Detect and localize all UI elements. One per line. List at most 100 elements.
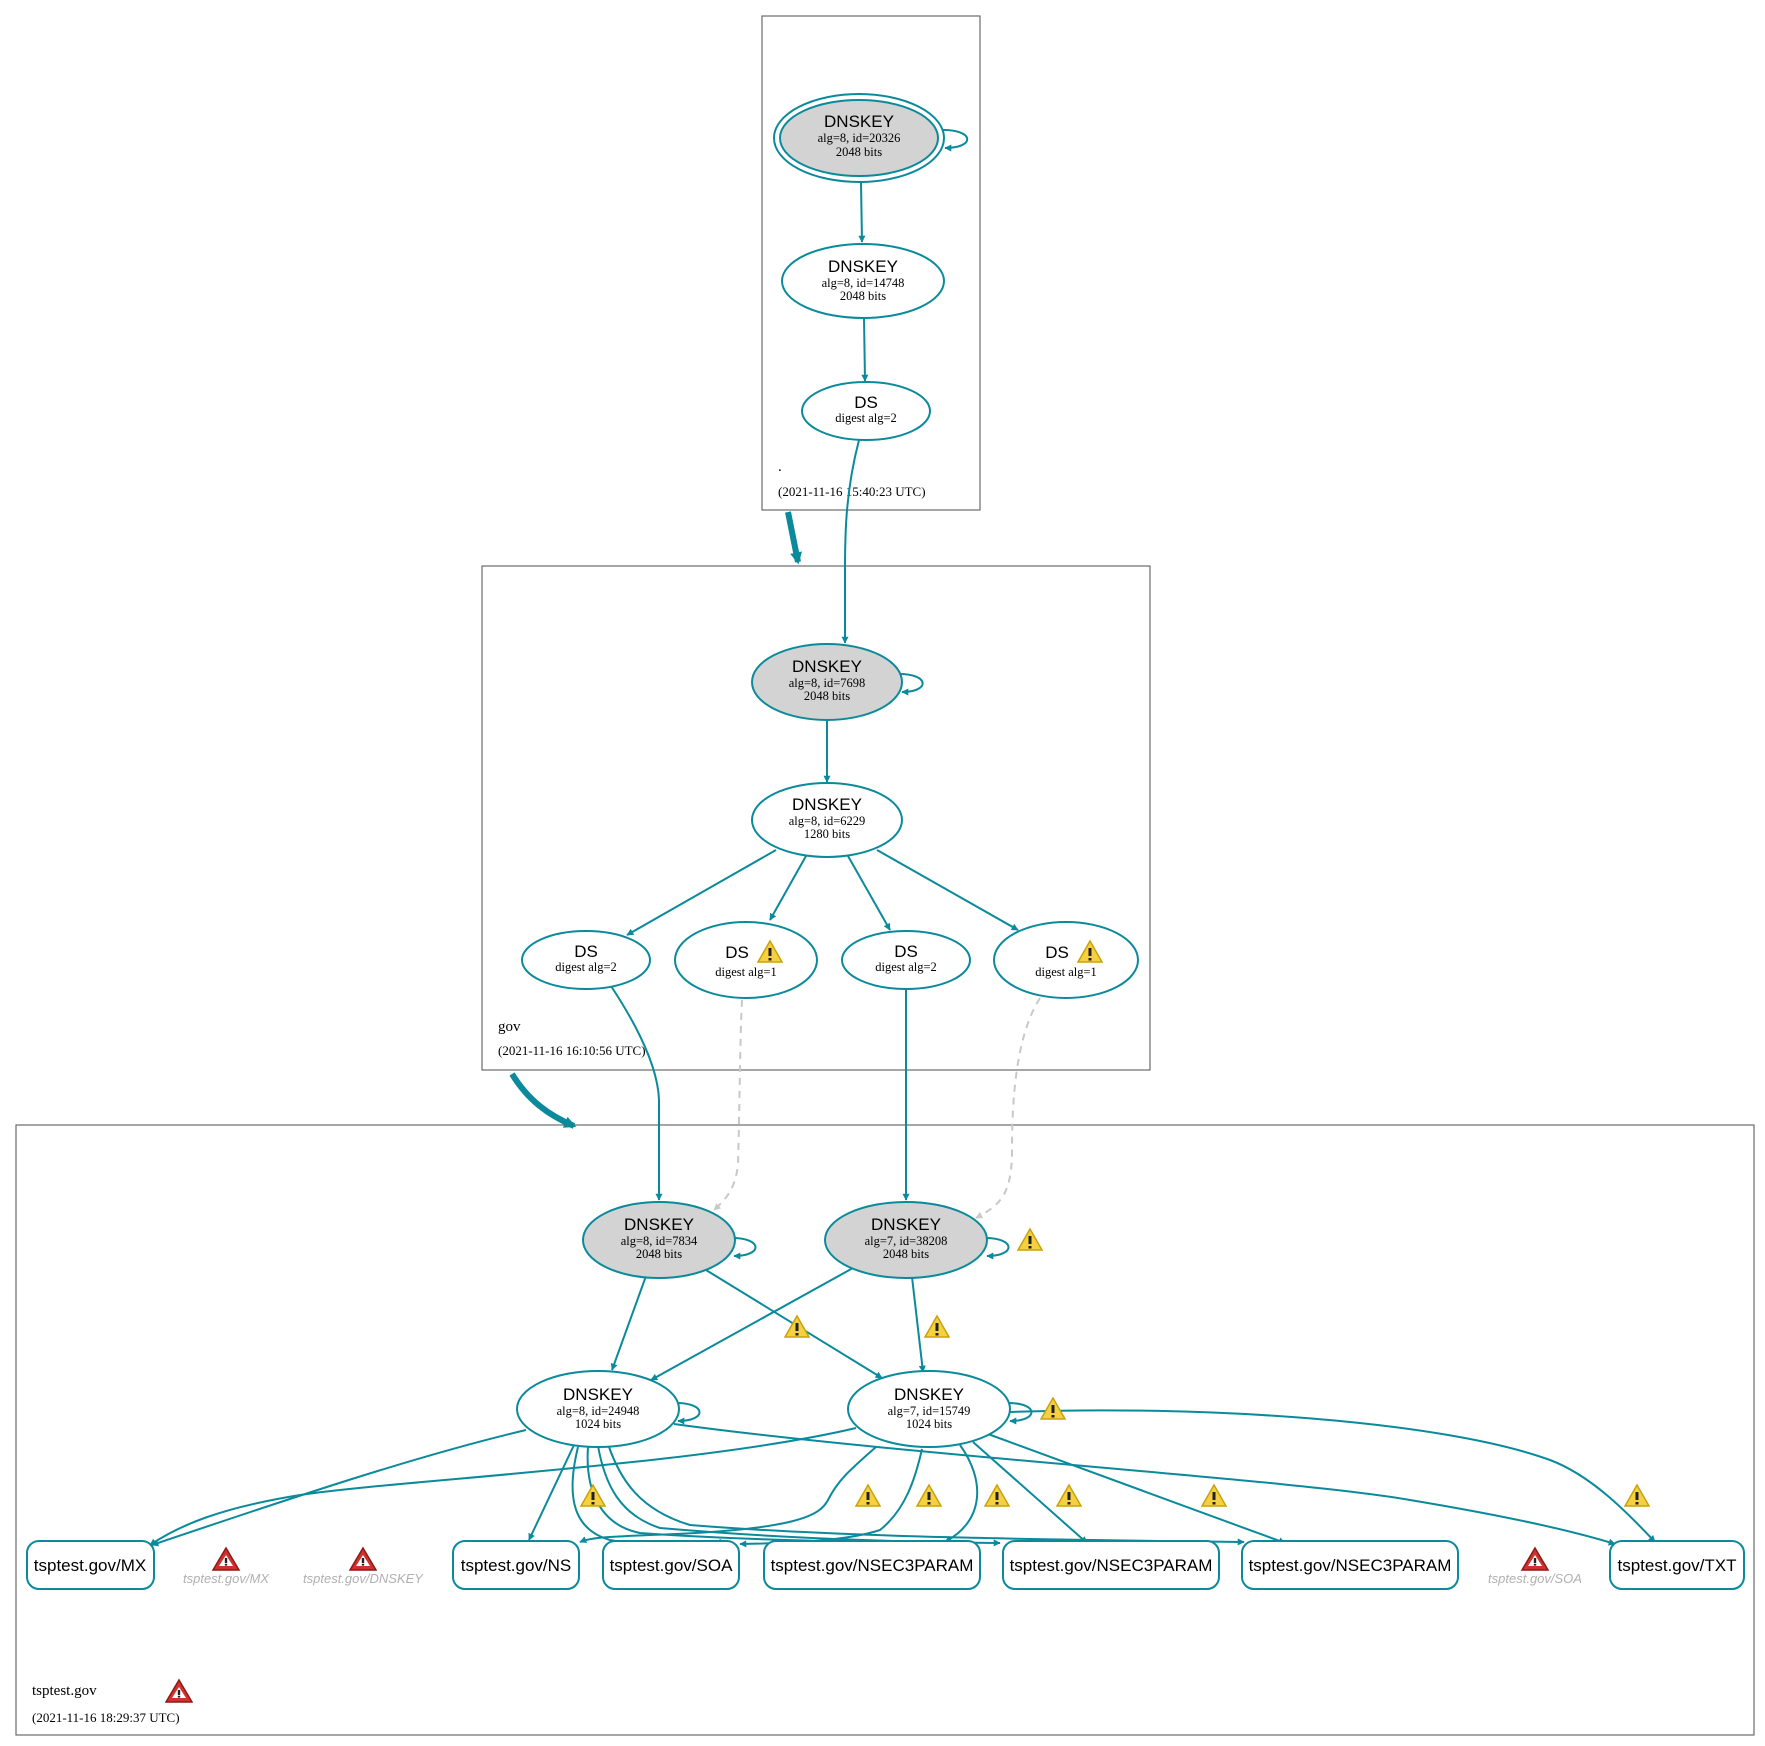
node-gov-ds4[interactable]: DS digest alg=1 bbox=[993, 921, 1139, 999]
edge-zsk7-nsec3param3 bbox=[987, 1433, 1286, 1545]
edge-selfloop-root-ksk bbox=[942, 129, 969, 152]
zone-gov-box bbox=[481, 565, 1151, 1071]
node-gov-ds4-title: DS bbox=[1045, 943, 1069, 962]
edge-zsk8-mx bbox=[151, 1429, 527, 1547]
rrset-nsec3param-1[interactable]: tsptest.gov/NSEC3PARAM bbox=[763, 1540, 981, 1590]
node-ts-zsk7-alg: alg=7, id=15749 bbox=[888, 1404, 971, 1418]
edge-zsk8-nsec3param2 bbox=[597, 1445, 1001, 1547]
node-gov-zsk-title: DNSKEY bbox=[792, 795, 862, 814]
zone-gov-name: gov bbox=[498, 1019, 521, 1035]
node-gov-ksk-bits: 2048 bits bbox=[804, 689, 850, 703]
edge-selfloop-ts-ksk7 bbox=[984, 1237, 1010, 1260]
edge-ksk7-zsk7 bbox=[911, 1276, 926, 1373]
node-gov-zsk[interactable]: DNSKEY alg=8, id=6229 1280 bits bbox=[751, 782, 903, 858]
warning-triangle-icon bbox=[916, 1484, 942, 1507]
zone-tsptest-box bbox=[15, 1124, 1755, 1736]
node-root-ds-title: DS bbox=[854, 393, 878, 412]
node-gov-ds1-digest: digest alg=2 bbox=[555, 960, 617, 974]
edge-gov-zsk-ds3 bbox=[847, 855, 891, 931]
node-ts-ksk8[interactable]: DNSKEY alg=8, id=7834 2048 bits bbox=[582, 1201, 736, 1279]
edge-ksk8-zsk8 bbox=[610, 1275, 647, 1371]
rrset-soa[interactable]: tsptest.gov/SOA bbox=[602, 1540, 740, 1590]
warning-triangle-icon bbox=[1056, 1484, 1082, 1507]
warning-triangle-icon bbox=[1040, 1397, 1066, 1420]
zone-tsptest: tsptest.gov (2021-11-16 18:29:37 UTC) bbox=[15, 1124, 1755, 1736]
edge-zsk7-nsec3param2 bbox=[972, 1441, 1088, 1544]
warning-triangle-icon bbox=[1017, 1228, 1043, 1251]
node-ts-zsk8-alg: alg=8, id=24948 bbox=[557, 1404, 640, 1418]
node-ts-ksk7-alg: alg=7, id=38208 bbox=[865, 1234, 948, 1248]
missing-mx-label: tsptest.gov/MX bbox=[183, 1571, 270, 1586]
node-root-zsk-bits: 2048 bits bbox=[840, 289, 886, 303]
rrset-nsec3param-2-label: tsptest.gov/NSEC3PARAM bbox=[1010, 1556, 1213, 1575]
warning-triangle-icon bbox=[924, 1315, 950, 1338]
rrset-soa-label: tsptest.gov/SOA bbox=[610, 1556, 733, 1575]
node-ts-zsk8[interactable]: DNSKEY alg=8, id=24948 1024 bits bbox=[516, 1370, 680, 1448]
edge-ksk7-zsk8 bbox=[650, 1267, 854, 1381]
node-ts-ksk8-alg: alg=8, id=7834 bbox=[621, 1234, 698, 1248]
rrset-nsec3param-1-label: tsptest.gov/NSEC3PARAM bbox=[771, 1556, 974, 1575]
node-root-ds-digest: digest alg=2 bbox=[835, 411, 897, 425]
error-triangle-icon bbox=[349, 1547, 377, 1571]
edge-zsk7-txt bbox=[1009, 1409, 1656, 1543]
zone-tsptest-timestamp: (2021-11-16 18:29:37 UTC) bbox=[32, 1710, 180, 1725]
node-gov-ds3-title: DS bbox=[894, 942, 918, 961]
node-gov-ksk-alg: alg=8, id=7698 bbox=[789, 676, 866, 690]
node-ts-ksk7-title: DNSKEY bbox=[871, 1215, 941, 1234]
edge-ds4-ts-ksk7-insecure bbox=[975, 997, 1041, 1219]
node-gov-ksk-title: DNSKEY bbox=[792, 657, 862, 676]
delegation-arrow-gov-tsptest bbox=[509, 1072, 577, 1129]
node-root-ksk-alg: alg=8, id=20326 bbox=[818, 131, 901, 145]
zone-gov: gov (2021-11-16 16:10:56 UTC) bbox=[481, 565, 1151, 1071]
node-root-ksk-title: DNSKEY bbox=[824, 112, 894, 131]
rrset-nsec3param-2[interactable]: tsptest.gov/NSEC3PARAM bbox=[1002, 1540, 1220, 1590]
node-root-zsk[interactable]: DNSKEY alg=8, id=14748 2048 bits bbox=[781, 243, 945, 319]
warning-triangle-icon bbox=[784, 1315, 810, 1338]
delegation-arrow-root-gov bbox=[785, 511, 803, 565]
node-gov-ds2[interactable]: DS digest alg=1 bbox=[674, 921, 818, 999]
edge-zsk7-nsec3param1 bbox=[944, 1444, 979, 1543]
warning-triangle-icon bbox=[1624, 1484, 1650, 1507]
zone-gov-timestamp: (2021-11-16 16:10:56 UTC) bbox=[498, 1043, 646, 1058]
zone-root: . (2021-11-16 15:40:23 UTC) bbox=[761, 15, 981, 511]
edge-selfloop-ts-zsk8 bbox=[675, 1402, 701, 1425]
node-ts-zsk7-bits: 1024 bits bbox=[906, 1417, 952, 1431]
node-root-ksk[interactable]: DNSKEY alg=8, id=20326 2048 bits bbox=[773, 93, 945, 183]
node-gov-ds3-digest: digest alg=2 bbox=[875, 960, 937, 974]
zone-tsptest-name: tsptest.gov bbox=[32, 1683, 97, 1699]
edge-zsk8-txt bbox=[673, 1423, 1616, 1546]
edge-root-zsk-ds bbox=[861, 317, 869, 382]
zone-root-name: . bbox=[778, 459, 782, 475]
error-triangle-icon bbox=[165, 1679, 193, 1703]
edge-root-ksk-zsk bbox=[858, 181, 866, 243]
rrset-ns-label: tsptest.gov/NS bbox=[461, 1556, 572, 1575]
node-gov-zsk-bits: 1280 bits bbox=[804, 827, 850, 841]
rrset-nsec3param-3[interactable]: tsptest.gov/NSEC3PARAM bbox=[1241, 1540, 1459, 1590]
rrset-ns[interactable]: tsptest.gov/NS bbox=[452, 1540, 580, 1590]
missing-dnskey[interactable]: tsptest.gov/DNSKEY bbox=[303, 1547, 424, 1586]
rrset-txt[interactable]: tsptest.gov/TXT bbox=[1609, 1540, 1745, 1590]
rrset-mx[interactable]: tsptest.gov/MX bbox=[26, 1540, 155, 1590]
node-root-ds[interactable]: DS digest alg=2 bbox=[801, 381, 931, 441]
missing-soa[interactable]: tsptest.gov/SOA bbox=[1488, 1547, 1582, 1586]
node-gov-ds2-digest: digest alg=1 bbox=[715, 965, 777, 979]
warning-triangle-icon bbox=[1201, 1484, 1227, 1507]
edge-gov-zsk-ds1 bbox=[626, 849, 777, 936]
rrset-nsec3param-3-label: tsptest.gov/NSEC3PARAM bbox=[1249, 1556, 1452, 1575]
node-gov-ds3[interactable]: DS digest alg=2 bbox=[841, 930, 971, 990]
error-triangle-icon bbox=[1521, 1547, 1549, 1571]
node-gov-ksk[interactable]: DNSKEY alg=8, id=7698 2048 bits bbox=[751, 643, 903, 721]
node-ts-zsk7[interactable]: DNSKEY alg=7, id=15749 1024 bits bbox=[847, 1370, 1066, 1448]
rrset-txt-label: tsptest.gov/TXT bbox=[1617, 1556, 1736, 1575]
node-ts-ksk8-title: DNSKEY bbox=[624, 1215, 694, 1234]
node-ts-ksk8-bits: 2048 bits bbox=[636, 1247, 682, 1261]
node-ts-zsk8-bits: 1024 bits bbox=[575, 1417, 621, 1431]
node-gov-ds1[interactable]: DS digest alg=2 bbox=[521, 930, 651, 990]
edge-zsk7-mx bbox=[149, 1427, 857, 1546]
missing-mx[interactable]: tsptest.gov/MX bbox=[183, 1547, 270, 1586]
node-ts-ksk7[interactable]: DNSKEY alg=7, id=38208 2048 bits bbox=[824, 1201, 1043, 1279]
zone-root-box bbox=[761, 15, 981, 511]
missing-dnskey-label: tsptest.gov/DNSKEY bbox=[303, 1571, 424, 1586]
error-triangle-icon bbox=[212, 1547, 240, 1571]
